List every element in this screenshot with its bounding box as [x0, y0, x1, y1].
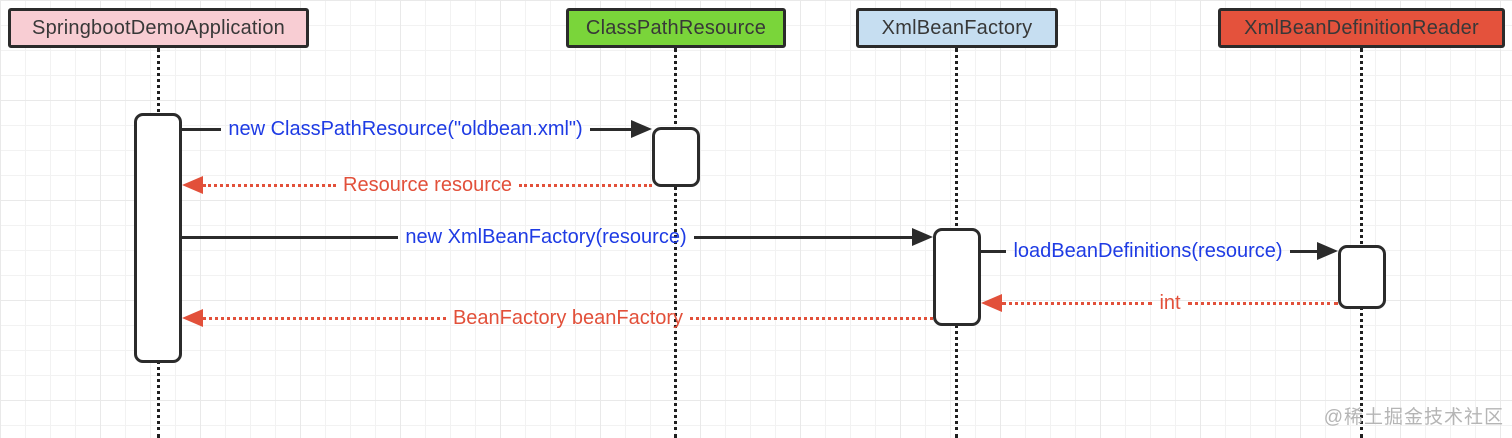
message-line [979, 249, 1007, 253]
arrowhead-left-icon [182, 309, 203, 327]
message-line [1187, 301, 1338, 305]
message-line [180, 235, 399, 239]
arrowhead-right-icon [912, 228, 933, 246]
arrowhead-left-icon [182, 176, 203, 194]
lifeline-class-path-resource [674, 48, 677, 438]
lifeline-xml-bean-definition-reader [1360, 48, 1363, 438]
activation-xml-bean-factory [933, 228, 981, 326]
message-new-classpathresource: new ClassPathResource("oldbean.xml") [180, 114, 653, 144]
activation-springboot-demo-application [134, 113, 182, 363]
message-label: BeanFactory beanFactory [452, 307, 684, 329]
arrowhead-right-icon [1317, 242, 1339, 260]
message-return-beanfactory: BeanFactory beanFactory [182, 303, 933, 333]
activation-xml-bean-definition-reader [1338, 245, 1386, 309]
message-return-int: int [981, 288, 1338, 318]
watermark: @稀土掘金技术社区 [1323, 407, 1504, 428]
participant-xml-bean-definition-reader: XmlBeanDefinitionReader [1218, 8, 1505, 48]
activation-class-path-resource [652, 127, 700, 187]
message-line [180, 127, 222, 131]
message-label: new ClassPathResource("oldbean.xml") [228, 118, 583, 140]
arrowhead-right-icon [631, 120, 653, 138]
message-label: new XmlBeanFactory(resource) [405, 226, 687, 248]
message-label: int [1159, 292, 1181, 314]
message-line [203, 183, 337, 187]
message-line [589, 127, 632, 131]
participant-class-path-resource: ClassPathResource [566, 8, 786, 48]
participant-xml-bean-factory: XmlBeanFactory [856, 8, 1058, 48]
message-loadbeandefinitions: loadBeanDefinitions(resource) [979, 236, 1339, 266]
message-line [1289, 249, 1318, 253]
participant-springboot-demo-application: SpringbootDemoApplication [8, 8, 309, 48]
message-label: Resource resource [343, 174, 512, 196]
message-line [203, 316, 446, 320]
message-new-xmlbeanfactory: new XmlBeanFactory(resource) [180, 222, 933, 252]
message-line [518, 183, 652, 187]
message-label: loadBeanDefinitions(resource) [1013, 240, 1283, 262]
message-line [1002, 301, 1153, 305]
message-line [693, 235, 912, 239]
message-line [690, 316, 933, 320]
message-return-resource: Resource resource [182, 170, 652, 200]
arrowhead-left-icon [981, 294, 1002, 312]
